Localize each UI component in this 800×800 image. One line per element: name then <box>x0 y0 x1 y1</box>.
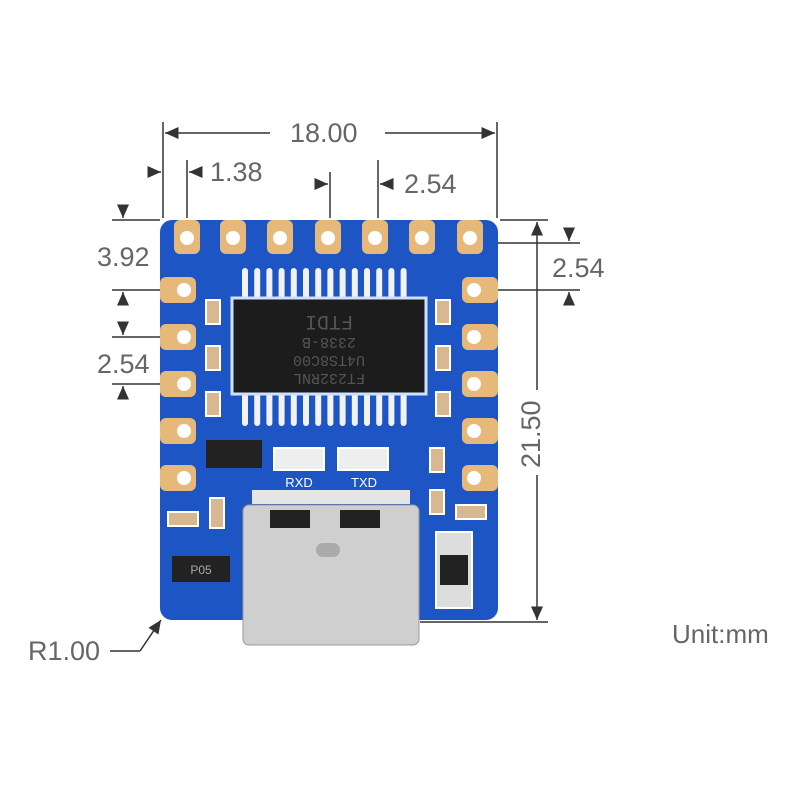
chip-text-line: FTDI <box>305 309 353 332</box>
chip-leg <box>290 392 297 426</box>
transistor-label: P05 <box>190 563 212 577</box>
chip-leg <box>303 268 309 300</box>
chip-leg <box>400 392 407 426</box>
width-dimension: 18.00 <box>290 118 358 148</box>
regulator <box>206 440 262 468</box>
chip-leg <box>388 392 395 426</box>
chip-leg <box>315 392 322 426</box>
rxd-led <box>273 447 325 471</box>
chip-text-line: FT232RNL <box>293 369 365 386</box>
rxd-label: RXD <box>285 475 312 490</box>
chip-leg <box>266 392 273 426</box>
usb-c-connector <box>242 504 420 646</box>
chip-leg <box>254 392 261 426</box>
ftdi-chip <box>230 296 428 396</box>
txd-led <box>337 447 389 471</box>
pin-pitch-left-dimension: 2.54 <box>97 349 150 379</box>
chip-leg <box>242 392 248 426</box>
chip-leg <box>364 268 370 300</box>
height-dimension: 21.50 <box>516 400 546 468</box>
transistor <box>172 556 230 582</box>
chip-leg <box>339 392 346 426</box>
chip-leg <box>376 392 383 426</box>
chip-leg <box>388 268 395 300</box>
chip-leg <box>278 268 285 300</box>
chip-leg <box>327 392 334 426</box>
txd-label: TXD <box>351 475 377 490</box>
unit-label: Unit:mm <box>672 619 769 649</box>
chip-leg <box>315 268 322 300</box>
top-offset-dimension: 3.92 <box>97 242 150 272</box>
chip-leg <box>376 268 383 300</box>
pin-pitch-right-dimension: 2.54 <box>552 253 605 283</box>
chip-leg <box>242 268 248 300</box>
chip-leg <box>278 392 285 426</box>
chip-leg <box>364 392 370 426</box>
chip-text-line: 2338-B <box>302 333 356 350</box>
chip-leg <box>303 392 309 426</box>
corner-radius-dimension: R1.00 <box>28 636 101 666</box>
chip-leg <box>351 392 358 426</box>
chip-text-line: U4TS8C00 <box>293 351 365 368</box>
chip-leg <box>290 268 297 300</box>
chip-leg <box>327 268 334 300</box>
chip-leg <box>339 268 346 300</box>
chip-leg <box>400 268 407 300</box>
pin-offset-dimension: 1.38 <box>210 157 263 187</box>
chip-leg <box>266 268 273 300</box>
chip-leg <box>254 268 261 300</box>
pin-pitch-top-dimension: 2.54 <box>404 169 457 199</box>
chip-leg <box>351 268 358 300</box>
